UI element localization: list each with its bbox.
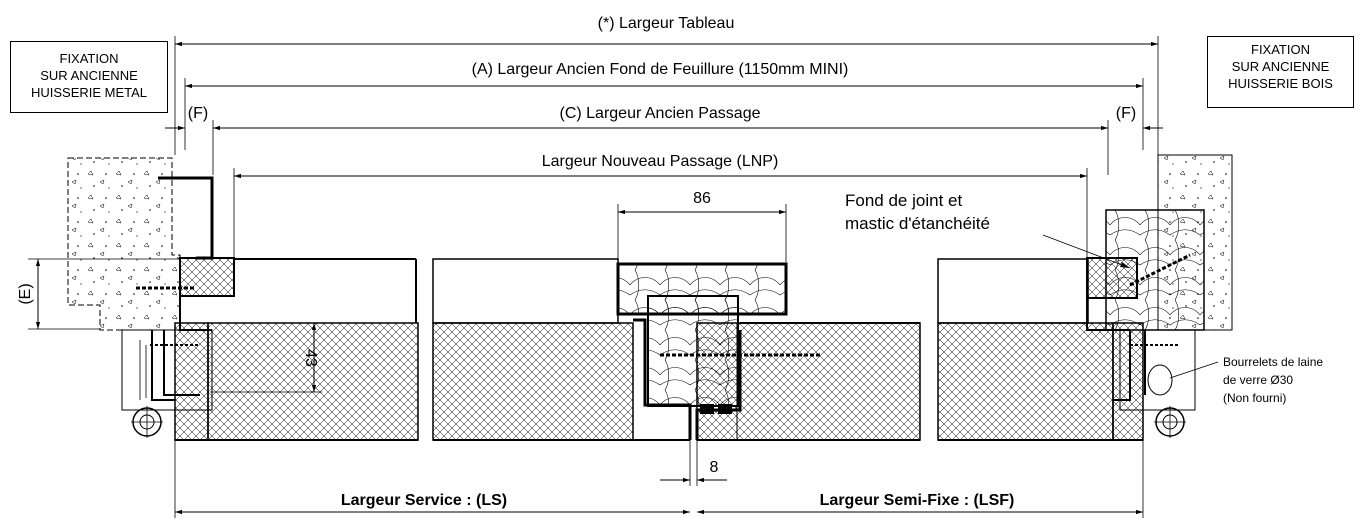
fixation-bois-line3: HUISSERIE BOIS [1228,76,1333,91]
fixation-bois-note: FIXATION SUR ANCIENNE HUISSERIE BOIS [1207,36,1354,108]
label-semi-fixe: Largeur Semi-Fixe : (LSF) [820,492,1015,509]
label-tableau: (*) Largeur Tableau [598,15,735,32]
fixation-metal-line2: SUR ANCIENNE [40,68,138,83]
label-e: (E) [17,283,34,304]
right-hinge [1154,406,1186,438]
semi-fixe-leaf [696,258,1144,441]
label-ancien-passage: (C) Largeur Ancien Passage [560,105,761,122]
left-concrete-wall [67,157,181,331]
fixation-metal-note: FIXATION SUR ANCIENNE HUISSERIE METAL [10,41,168,113]
fixation-bois-line1: FIXATION [1251,42,1310,57]
label-gap-8: 8 [710,459,719,476]
label-center-86: 86 [693,190,711,207]
label-bourrelets-line3: (Non fourni) [1223,391,1286,405]
label-nouveau-passage: Largeur Nouveau Passage (LNP) [542,153,779,170]
dim-nouveau-passage [233,168,1088,258]
service-leaf [174,258,690,441]
label-joint-line1: Fond de joint et [845,191,962,210]
label-f-left: (F) [188,105,208,122]
label-ancien-fond: (A) Largeur Ancien Fond de Feuillure (11… [472,61,849,78]
label-bourrelets-line2: de verre Ø30 [1223,373,1293,387]
dim-semi-fixe [697,440,1144,518]
dim-center-86 [617,204,787,262]
label-bourrelets-line1: Bourrelets de laine [1223,355,1323,369]
fixation-metal-line1: FIXATION [59,51,119,66]
dim-ancien-fond [184,78,1144,150]
label-f-right: (F) [1116,105,1136,122]
label-43: 43 [302,349,319,367]
right-wood-frame [1086,209,1205,331]
left-hinge [131,406,163,438]
label-service: Largeur Service : (LS) [341,492,507,509]
dim-gap-8 [660,440,727,486]
fixation-bois-line2: SUR ANCIENNE [1231,59,1330,74]
fixation-metal-line3: HUISSERIE METAL [30,85,148,100]
label-joint-line2: mastic d'étanchéité [845,214,990,233]
dim-ancien-passage [212,120,1109,175]
joint-leader [1042,234,1131,269]
dim-tableau [174,36,1159,155]
bourrelets-leader [1169,361,1219,379]
dim-service [174,440,690,518]
